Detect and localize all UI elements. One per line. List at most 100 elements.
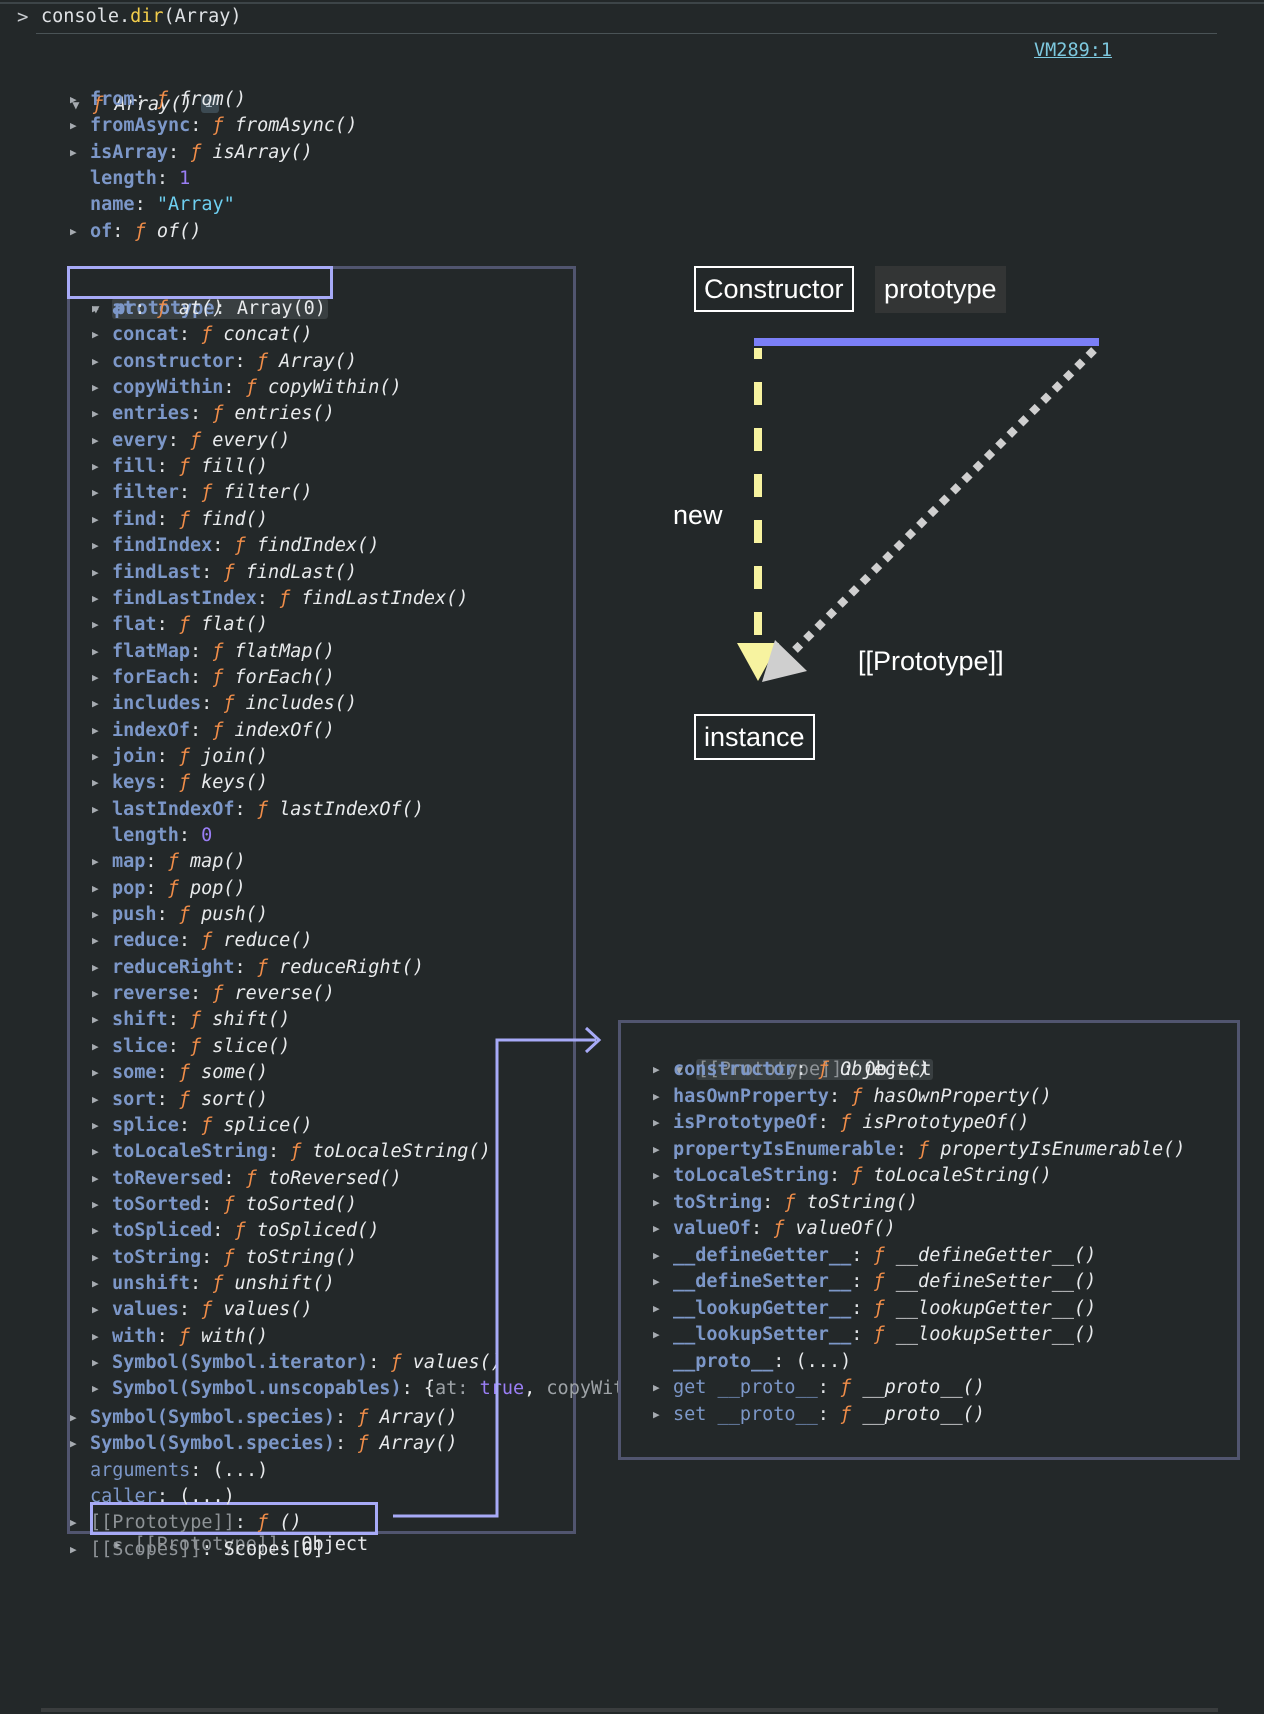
triangle-collapsed-icon[interactable]: ▶ [92,591,99,605]
triangle-collapsed-icon[interactable]: ▶ [70,1516,77,1530]
triangle-collapsed-icon[interactable]: ▶ [92,1356,99,1369]
property-row[interactable]: ▶toLocaleString: ƒ toLocaleString() [653,1163,1052,1189]
property-row[interactable]: ▶at: ƒ at() [92,296,223,322]
triangle-collapsed-icon[interactable]: ▶ [92,1250,99,1264]
property-row[interactable]: ▶hasOwnProperty: ƒ hasOwnProperty() [653,1084,1052,1110]
triangle-collapsed-icon[interactable]: ▶ [653,1222,660,1235]
triangle-collapsed-icon[interactable]: ▶ [653,1301,660,1315]
triangle-collapsed-icon[interactable]: ▶ [653,1063,660,1076]
object-prototype-row[interactable]: ▶[[Prototype]]: Object [92,1506,368,1555]
property-row[interactable]: ▶every: ƒ every() [92,428,290,454]
property-row[interactable]: ▶copyWithin: ƒ copyWithin() [92,375,402,401]
property-row[interactable]: ▶__defineSetter__: ƒ __defineSetter__() [653,1269,1096,1295]
property-row[interactable]: ▶fill: ƒ fill() [92,454,268,480]
property-row[interactable]: ▶toLocaleString: ƒ toLocaleString() [92,1139,491,1165]
triangle-collapsed-icon[interactable]: ▶ [92,697,99,711]
triangle-collapsed-icon[interactable]: ▶ [653,1248,660,1262]
property-row[interactable]: ▶join: ƒ join() [92,744,268,770]
property-row[interactable]: ▶isPrototypeOf: ƒ isPrototypeOf() [653,1110,1029,1136]
triangle-collapsed-icon[interactable]: ▶ [92,670,99,684]
property-row[interactable]: ▶Symbol(Symbol.species): ƒ Array() [70,1405,458,1431]
property-row[interactable]: ▶of: ƒ of() [70,219,201,245]
property-row[interactable]: ▶map: ƒ map() [92,849,246,875]
triangle-collapsed-icon[interactable]: ▶ [92,881,99,895]
property-row[interactable]: ▶set __proto__: ƒ __proto__() [653,1402,985,1428]
triangle-collapsed-icon[interactable]: ▶ [92,1066,99,1080]
triangle-collapsed-icon[interactable]: ▶ [92,723,99,737]
triangle-collapsed-icon[interactable]: ▶ [92,644,99,658]
triangle-collapsed-icon[interactable]: ▶ [92,776,99,790]
property-row[interactable]: ▶some: ƒ some() [92,1060,268,1086]
property-row[interactable]: ▶propertyIsEnumerable: ƒ propertyIsEnume… [653,1137,1185,1163]
property-row[interactable]: ▶[[Prototype]]: ƒ () [70,1510,302,1536]
property-row[interactable]: ▶slice: ƒ slice() [92,1034,290,1060]
property-row[interactable]: ▶isArray: ƒ isArray() [70,140,313,166]
triangle-collapsed-icon[interactable]: ▶ [92,960,99,974]
property-row[interactable]: ▶toSpliced: ƒ toSpliced() [92,1218,379,1244]
property-row[interactable]: ▶splice: ƒ splice() [92,1113,313,1139]
property-row[interactable]: ▶Symbol(Symbol.iterator): ƒ values() [92,1350,502,1376]
property-row[interactable]: ▶findLast: ƒ findLast() [92,560,357,586]
triangle-collapsed-icon[interactable]: ▶ [653,1195,660,1209]
triangle-collapsed-icon[interactable]: ▶ [92,328,99,342]
property-row[interactable]: ▶toSorted: ƒ toSorted() [92,1192,357,1218]
source-location-link[interactable]: VM289:1 [1034,40,1112,61]
triangle-collapsed-icon[interactable]: ▶ [92,486,99,500]
property-row[interactable]: ▶valueOf: ƒ valueOf() [653,1216,896,1242]
property-row[interactable]: ▶reduce: ƒ reduce() [92,928,313,954]
triangle-collapsed-icon[interactable]: ▶ [653,1381,660,1394]
triangle-collapsed-icon[interactable]: ▶ [70,224,77,238]
triangle-collapsed-icon[interactable]: ▶ [114,1538,121,1551]
triangle-collapsed-icon[interactable]: ▶ [653,1142,660,1156]
info-icon[interactable]: i [200,95,219,113]
property-row[interactable]: ▶from: ƒ from() [70,87,246,113]
property-row[interactable]: ▶flatMap: ƒ flatMap() [92,639,335,665]
triangle-collapsed-icon[interactable]: ▶ [653,1407,660,1421]
triangle-collapsed-icon[interactable]: ▶ [92,1303,99,1317]
triangle-collapsed-icon[interactable]: ▶ [92,407,99,421]
triangle-collapsed-icon[interactable]: ▶ [653,1089,660,1103]
triangle-collapsed-icon[interactable]: ▶ [92,1382,99,1396]
triangle-collapsed-icon[interactable]: ▶ [92,855,99,869]
property-row[interactable]: ▶indexOf: ƒ indexOf() [92,718,335,744]
triangle-collapsed-icon[interactable]: ▶ [653,1275,660,1288]
triangle-collapsed-icon[interactable]: ▶ [653,1328,660,1341]
property-row[interactable]: ▶forEach: ƒ forEach() [92,665,335,691]
property-row[interactable]: ▶pop: ƒ pop() [92,876,246,902]
property-row[interactable]: ▶reduceRight: ƒ reduceRight() [92,955,424,981]
property-row[interactable]: ▶toReversed: ƒ toReversed() [92,1166,402,1192]
triangle-expanded-icon[interactable]: ▼ [92,302,100,316]
triangle-collapsed-icon[interactable]: ▶ [92,565,99,579]
property-row[interactable]: ▶find: ƒ find() [92,507,268,533]
property-row[interactable]: ▶flat: ƒ flat() [92,612,268,638]
triangle-collapsed-icon[interactable]: ▶ [653,1116,660,1129]
triangle-collapsed-icon[interactable]: ▶ [92,539,99,553]
property-row[interactable]: ▶get __proto__: ƒ __proto__() [653,1375,985,1401]
triangle-collapsed-icon[interactable]: ▶ [92,1224,99,1238]
property-row[interactable]: ▶filter: ƒ filter() [92,480,313,506]
triangle-collapsed-icon[interactable]: ▶ [70,119,77,133]
triangle-collapsed-icon[interactable]: ▶ [92,302,99,315]
triangle-collapsed-icon[interactable]: ▶ [92,802,99,816]
property-row[interactable]: ▶constructor: ƒ Object() [653,1057,929,1083]
property-row[interactable]: ▶[[Scopes]]: Scopes[0] [70,1537,324,1563]
object-prototype-panel-header[interactable]: ▼[[Prototype]]: Object [631,1031,934,1080]
triangle-collapsed-icon[interactable]: ▶ [92,433,99,447]
triangle-collapsed-icon[interactable]: ▶ [92,1276,99,1290]
property-row[interactable]: ▶push: ƒ push() [92,902,268,928]
triangle-collapsed-icon[interactable]: ▶ [92,381,99,395]
property-row[interactable]: ▶keys: ƒ keys() [92,770,268,796]
property-row[interactable]: ▶includes: ƒ includes() [92,691,357,717]
property-row[interactable]: ▶values: ƒ values() [92,1297,313,1323]
triangle-collapsed-icon[interactable]: ▶ [653,1169,660,1182]
triangle-collapsed-icon[interactable]: ▶ [92,908,99,922]
triangle-collapsed-icon[interactable]: ▶ [92,987,99,1001]
triangle-collapsed-icon[interactable]: ▶ [92,354,99,368]
property-row[interactable]: ▶constructor: ƒ Array() [92,349,357,375]
triangle-expanded-icon[interactable]: ▼ [72,98,80,112]
triangle-expanded-icon[interactable]: ▼ [675,1063,683,1077]
triangle-collapsed-icon[interactable]: ▶ [92,1039,99,1053]
triangle-collapsed-icon[interactable]: ▶ [92,1013,99,1027]
triangle-collapsed-icon[interactable]: ▶ [92,460,99,474]
property-row[interactable]: ▶toString: ƒ toString() [92,1245,357,1271]
